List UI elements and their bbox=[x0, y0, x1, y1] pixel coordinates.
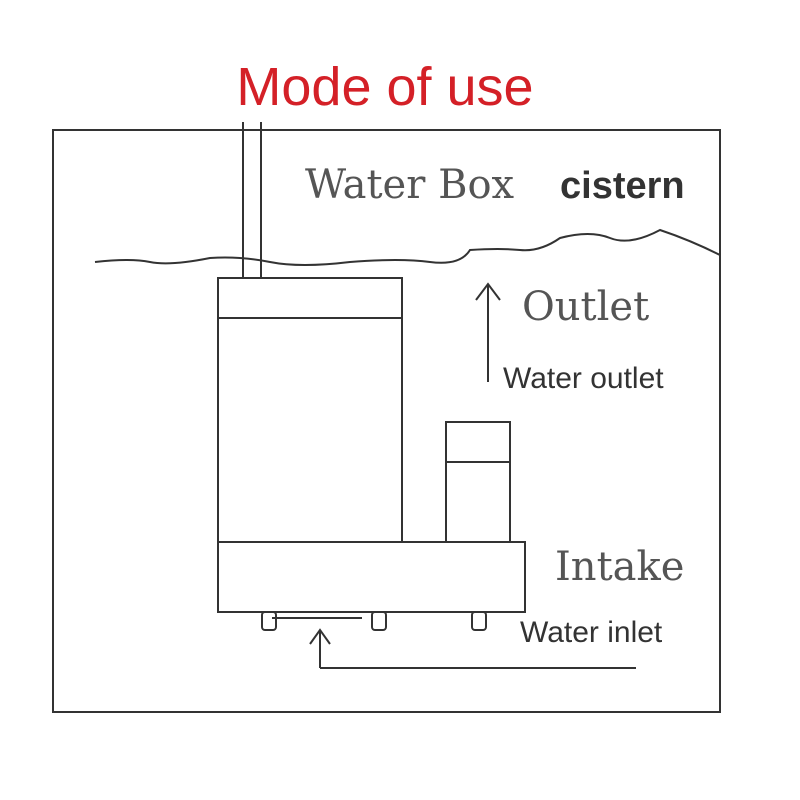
pump-base bbox=[217, 541, 526, 613]
intake-label: Intake bbox=[555, 544, 684, 590]
water-surface-line bbox=[94, 228, 721, 266]
pump-body bbox=[217, 277, 403, 546]
foot bbox=[261, 611, 277, 631]
pump-feet bbox=[261, 611, 487, 631]
outlet-arrow bbox=[475, 282, 501, 382]
foot bbox=[471, 611, 487, 631]
cistern-box bbox=[52, 129, 721, 713]
water-box-label: Water Box bbox=[305, 162, 515, 208]
outlet-nozzle bbox=[445, 421, 511, 543]
outlet-label: Outlet bbox=[522, 284, 649, 330]
water-outlet-label: Water outlet bbox=[503, 362, 664, 395]
water-inlet-label: Water inlet bbox=[520, 616, 663, 649]
inlet-arrow bbox=[309, 628, 636, 669]
cistern-label: cistern bbox=[560, 165, 685, 207]
foot bbox=[371, 611, 387, 631]
diagram-title: Mode of use bbox=[236, 57, 533, 117]
